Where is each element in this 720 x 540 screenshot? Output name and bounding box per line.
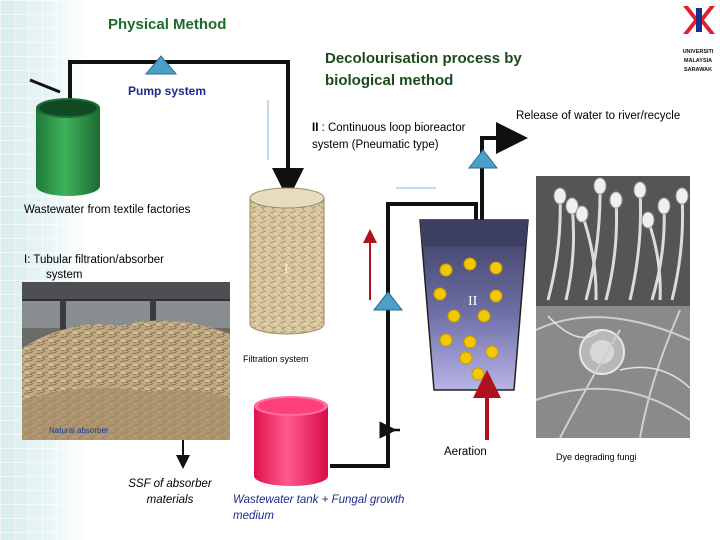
hypha-head-3 <box>594 178 606 194</box>
hypha-head-6 <box>658 198 670 214</box>
tubular-filtration-label: I: Tubular filtration/absorber <box>24 252 224 269</box>
spore-10 <box>486 346 498 358</box>
tubular-text: : Tubular filtration/absorber <box>27 254 164 266</box>
hypha-head-7 <box>676 188 688 204</box>
pipe-bioreactor-to-release <box>482 138 512 220</box>
stage-two-numeral: II <box>468 294 477 310</box>
hypha-head-9 <box>642 212 654 228</box>
biological-method-title: Decolourisation process by biological me… <box>325 48 585 92</box>
wastewater-tank <box>36 98 100 196</box>
stage-one-numeral: I <box>284 262 289 278</box>
wastewater-source-label: Wastewater from textile factories <box>24 202 214 219</box>
spore-12 <box>472 368 484 380</box>
filtration-system-label: Filtration system <box>242 354 310 364</box>
release-water-label: Release of water to river/recycle <box>516 106 686 126</box>
hypha-head-1 <box>554 188 566 204</box>
spore-5 <box>490 290 502 302</box>
spore-7 <box>478 310 490 322</box>
logo-line-1: UNIVERSITI <box>676 48 720 57</box>
spore-8 <box>440 334 452 346</box>
spore-9 <box>464 336 476 348</box>
valve-icon-lower <box>374 292 402 310</box>
spore-11 <box>460 352 472 364</box>
hypha-head-8 <box>576 206 588 222</box>
natural-absorber-caption: Natural absorber <box>49 426 109 435</box>
filtration-column <box>250 188 324 334</box>
hypha-head-4 <box>610 192 622 208</box>
tank-medium-label: Wastewater tank + Fungal growth medium <box>233 492 413 524</box>
pump-system-label: Pump system <box>128 84 206 98</box>
collection-tank <box>254 396 328 486</box>
logo-line-3: SARAWAK <box>676 66 720 75</box>
pipe-wastewater-to-tank-top <box>30 80 60 92</box>
fungi-micrograph <box>536 176 690 438</box>
hypha-head-5 <box>634 182 646 198</box>
pump-icon <box>146 56 176 74</box>
tubular-system-label: system <box>46 269 82 281</box>
loop-prefix: II <box>312 122 318 134</box>
spore-2 <box>464 258 476 270</box>
spore-3 <box>490 262 502 274</box>
fungi-caption: Dye degrading fungi <box>556 452 637 462</box>
spore-1 <box>440 264 452 276</box>
physical-method-title: Physical Method <box>108 16 226 33</box>
pipe-inlet <box>70 62 288 184</box>
ssf-label: SSF of absorber materials <box>110 476 230 508</box>
logo-wordmark: UNIVERSITI MALAYSIA SARAWAK <box>676 48 720 75</box>
aeration-label: Aeration <box>444 446 487 458</box>
loop-bioreactor-label: II : Continuous loop bioreactor system (… <box>312 120 482 154</box>
logo-line-2: MALAYSIA <box>676 57 720 66</box>
university-logo <box>683 6 715 34</box>
loop-text: : Continuous loop bioreactor system (Pne… <box>312 122 465 151</box>
spore-4 <box>434 288 446 300</box>
spore-6 <box>448 310 460 322</box>
absorber-photo <box>22 282 230 440</box>
